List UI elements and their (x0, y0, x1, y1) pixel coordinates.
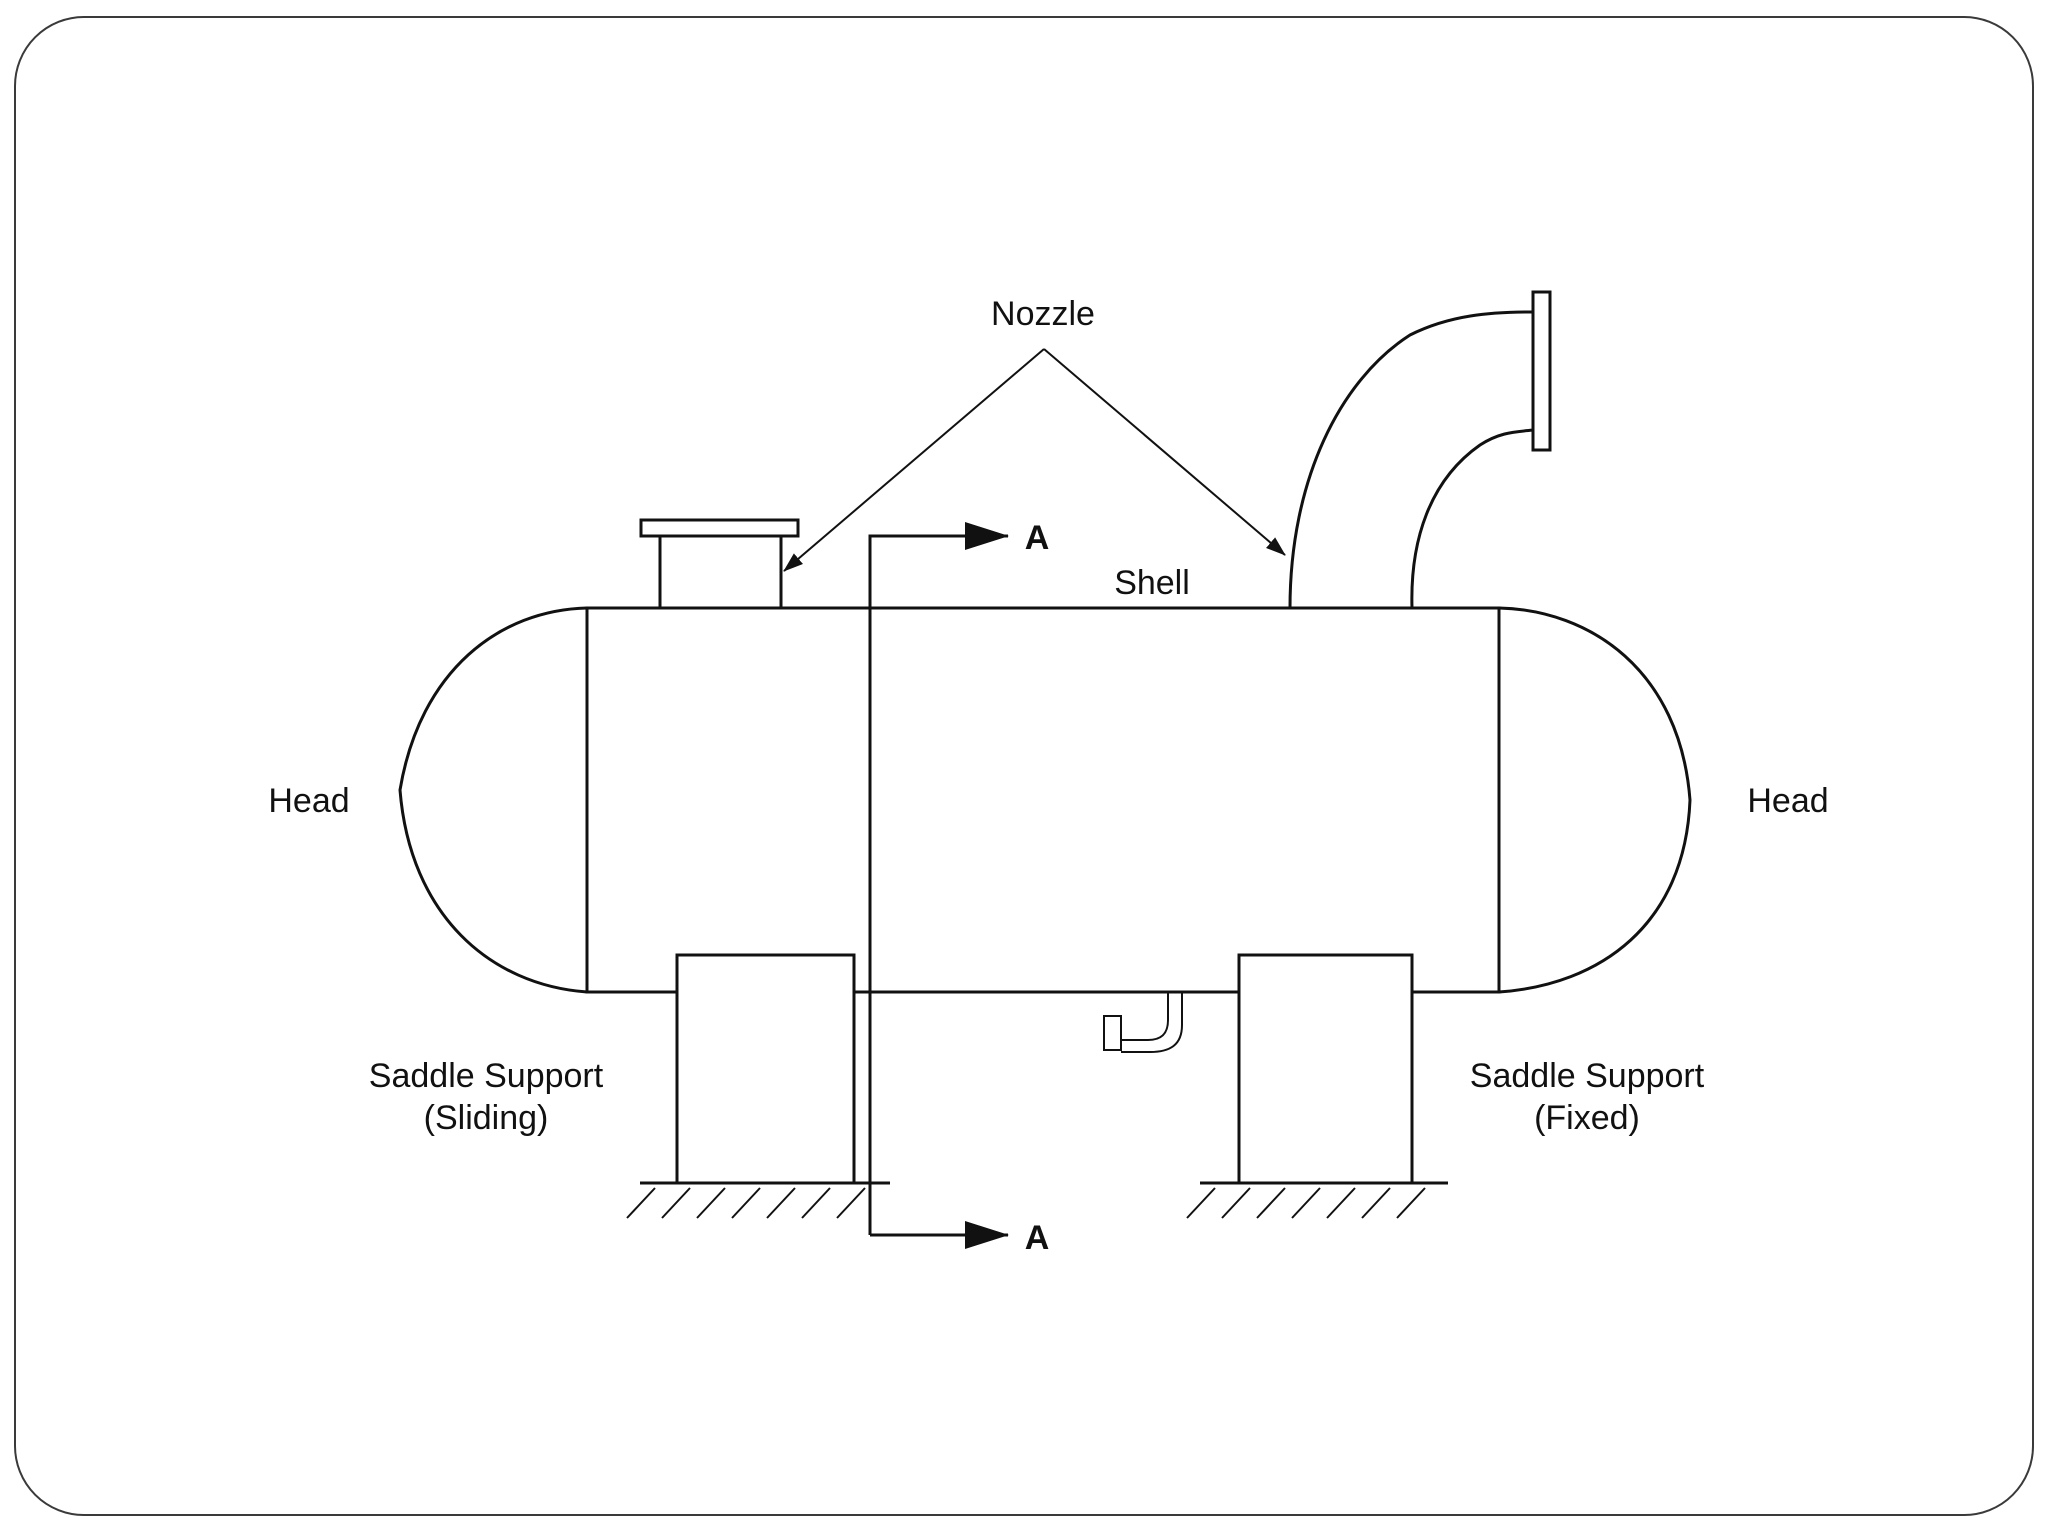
top-nozzle-elbow (1288, 290, 1552, 609)
nozzle-pointer-left (783, 348, 1045, 572)
top-nozzle-left (639, 518, 800, 608)
head-label-left: Head (268, 782, 349, 820)
shell-label: Shell (1114, 564, 1190, 602)
saddle-support-sliding (626, 953, 890, 1219)
saddle-support-fixed (1186, 953, 1448, 1219)
head-label-right: Head (1747, 782, 1828, 820)
saddle-left-label-line1: Saddle Support (369, 1057, 604, 1095)
saddle-right-label-line2: (Fixed) (1534, 1099, 1640, 1137)
nozzle-pointer-right (1043, 348, 1286, 556)
section-a-bottom-label: A (1025, 1219, 1050, 1257)
nozzle-label: Nozzle (991, 295, 1095, 333)
bottom-drain-nozzle (1103, 992, 1183, 1053)
section-a-top-label: A (1025, 519, 1050, 557)
slide-frame (14, 16, 2034, 1516)
section-line-a-a (868, 522, 1009, 1249)
right-head (1498, 606, 1692, 994)
saddle-left-label-line2: (Sliding) (424, 1099, 549, 1137)
left-head (398, 606, 588, 994)
vessel-shell (585, 606, 1501, 994)
saddle-right-label-line1: Saddle Support (1470, 1057, 1705, 1095)
